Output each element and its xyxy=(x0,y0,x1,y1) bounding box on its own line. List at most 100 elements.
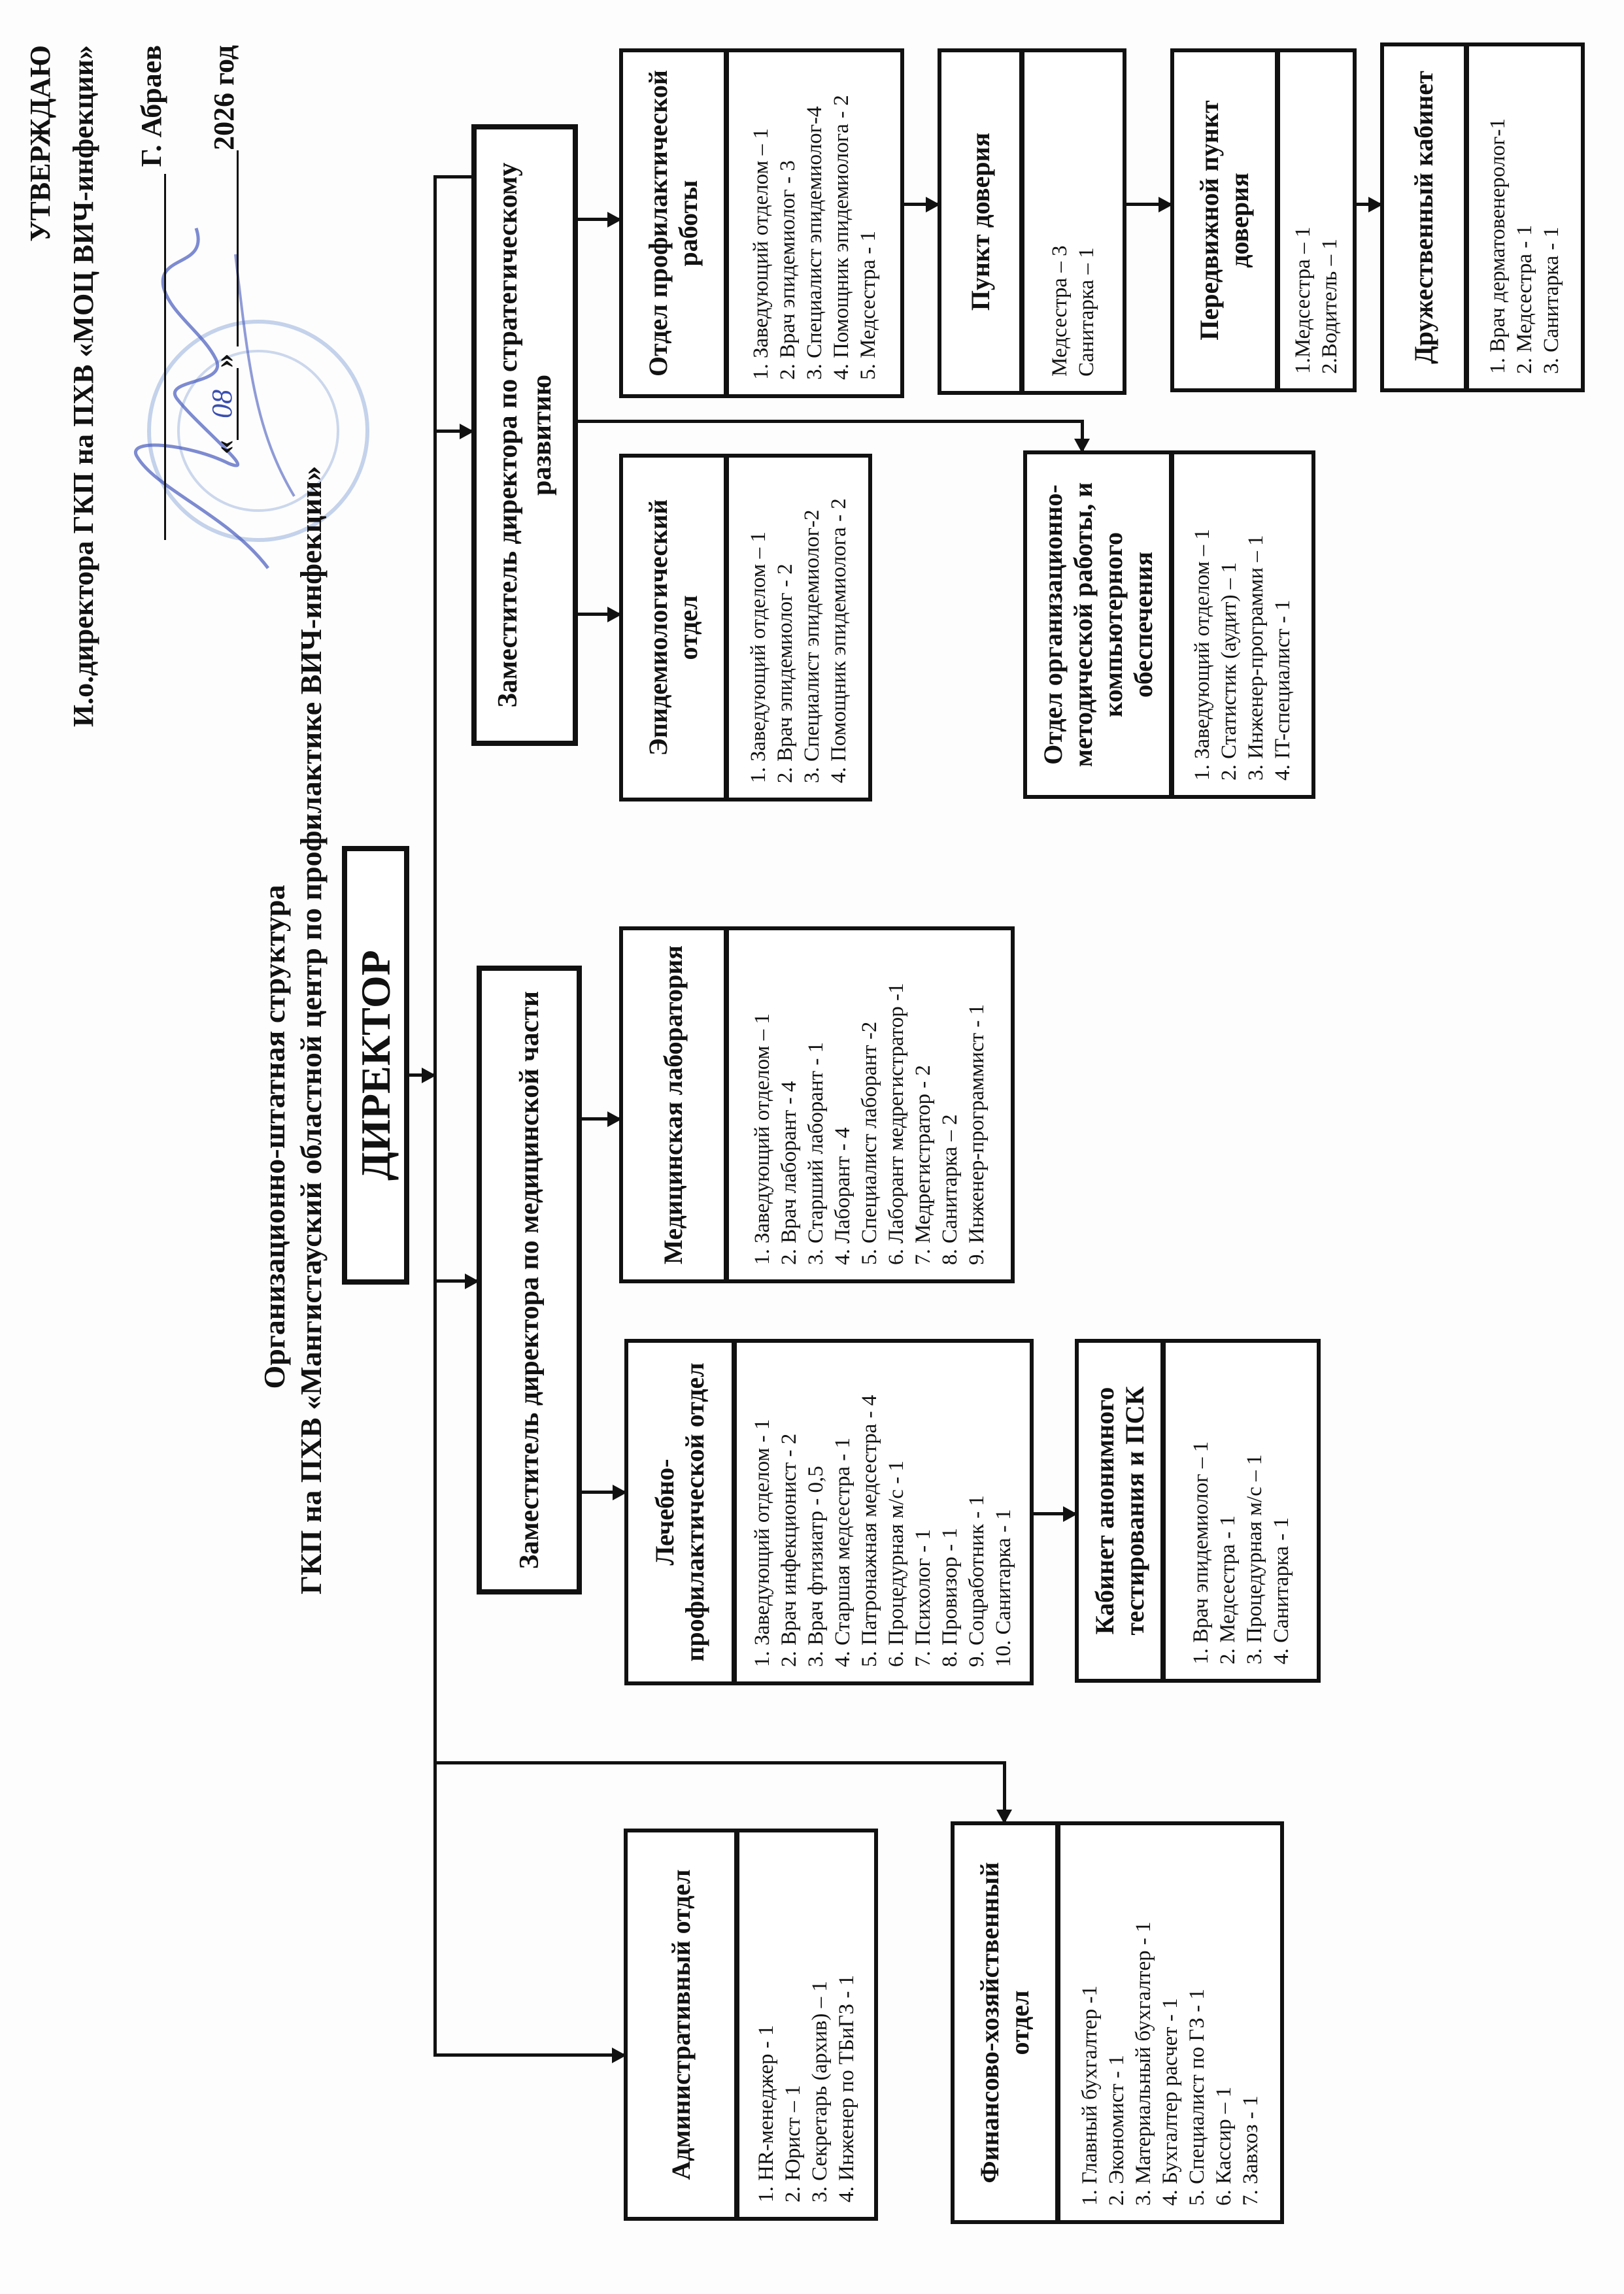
staff-item: 4. Помощник эпидемиолога - 2 xyxy=(829,95,853,380)
staff-item: 3. Секретарь (архив) – 1 xyxy=(808,1981,832,2202)
staff-item: Медсестра – 3 xyxy=(1048,245,1072,377)
staff-item: 1. Заведующий отделом - 1 xyxy=(751,1419,774,1667)
dept-header: Кабинет анонимного тестирования и ПСК xyxy=(1079,1343,1166,1679)
dept-header: Передвижной пункт доверия xyxy=(1174,52,1280,388)
staff-item: 7. Завхоз - 1 xyxy=(1238,2095,1262,2206)
approval-signer: Г. Абраев xyxy=(135,45,167,167)
dept-epidemiology: Эпидемиологический отдел 1. Заведующий о… xyxy=(619,454,872,801)
date-month-line xyxy=(237,150,239,346)
staff-item: 3. Инженер-программи – 1 xyxy=(1244,535,1268,781)
document-title: Организационно-штатная структура ГКП на … xyxy=(256,466,330,1594)
staff-item: 6. Процедурная м/с - 1 xyxy=(885,1460,908,1667)
dept-header: Административный отдел xyxy=(628,1832,739,2217)
staff-item: 4. Лаборант - 4 xyxy=(831,1127,854,1265)
staff-item: 2. Врач инфекционист - 2 xyxy=(777,1433,801,1667)
staff-item: 1. HR-менеджер - 1 xyxy=(754,2025,778,2202)
arrow-director-spine xyxy=(409,1073,433,1077)
staff-item: 1. Врач дерматовенеролог-1 xyxy=(1486,118,1510,374)
dept-medical-lab: Медицинская лаборатория 1. Заведующий от… xyxy=(619,926,1015,1283)
staff-item: 1.Медсестра – 1 xyxy=(1291,226,1315,374)
dept-treatment-prophylactic: Лечебно-профилактической отдел 1. Заведу… xyxy=(624,1339,1034,1685)
staff-item: 5. Патронажная медсестра - 4 xyxy=(858,1394,881,1667)
arrow-spine-admin xyxy=(433,2053,624,2057)
staff-item: 4. Бухгалтер расчет - 1 xyxy=(1158,1998,1182,2206)
staff-item: 3. Материальный бухгалтер - 1 xyxy=(1131,1921,1155,2206)
staff-item: 1. Заведующий отделом – 1 xyxy=(746,531,770,783)
staff-item: 2. Юрист – 1 xyxy=(781,2085,805,2202)
arrow-strategic-epid xyxy=(578,613,619,616)
staff-item: 6. Кассир – 1 xyxy=(1211,2086,1236,2206)
dept-header: Медицинская лаборатория xyxy=(623,930,729,1279)
staff-item: 10. Санитарка - 1 xyxy=(992,1509,1015,1667)
connector-spine-strategic xyxy=(433,175,471,178)
approval-block: УТВЕРЖДАЮ И.о.директора ГКП на ПХВ «МОЦ … xyxy=(24,45,248,895)
arrow-punkt-mobile xyxy=(1126,203,1170,206)
staff-item: 9. Соцработник - 1 xyxy=(965,1495,989,1667)
arrow-spine-strategic xyxy=(433,430,471,433)
staff-item: 2. Экономист - 1 xyxy=(1104,2055,1128,2206)
staff-item: 4. Старшая медсестра - 1 xyxy=(831,1437,854,1667)
staff-item: 8. Санитарка – 2 xyxy=(938,1114,962,1265)
arrow-spine-medical xyxy=(433,1279,477,1283)
connector-spine-finance xyxy=(433,1761,1006,1764)
staff-item: 2. Медсестра - 1 xyxy=(1513,224,1536,374)
signature xyxy=(134,228,296,569)
staff-item: 5. Специалист лаборант -2 xyxy=(858,1021,881,1265)
staff-item: 3. Санитарка - 1 xyxy=(1540,226,1563,374)
dept-header: Лечебно-профилактической отдел xyxy=(628,1343,737,1681)
deputy-strategic-box: Заместитель директора по стратегическому… xyxy=(471,124,578,746)
arrow-orgmethod xyxy=(1081,420,1084,450)
staff-item: 2. Статистик (аудит) – 1 xyxy=(1217,562,1241,781)
dept-header: Эпидемиологический отдел xyxy=(623,458,729,798)
arrow-treatment-anon xyxy=(1034,1512,1075,1515)
staff-item: 3. Специалист эпидемиолог-4 xyxy=(802,106,826,380)
approval-heading: УТВЕРЖДАЮ xyxy=(24,45,56,242)
staff-item: 2. Врач эпидемиолог - 3 xyxy=(775,160,800,380)
dept-finance: Финансово-хозяйственный отдел 1. Главный… xyxy=(951,1821,1284,2224)
deputy-medical-box: Заместитель директора по медицинской час… xyxy=(477,966,582,1594)
staff-item: 3. Специалист эпидемиолог-2 xyxy=(800,509,824,783)
staff-item: 4. Инженер по ТБиГЗ - 1 xyxy=(835,1974,858,2202)
approval-signer-line: Г. Абраев xyxy=(135,45,167,541)
dept-administrative: Административный отдел 1. HR-менеджер - … xyxy=(624,1829,878,2221)
staff-item: 4. Помощник эпидемиолога - 2 xyxy=(826,498,851,783)
dept-prophylaxis: Отдел профилактической работы 1. Заведую… xyxy=(619,48,904,398)
signature-line xyxy=(164,174,166,541)
staff-item: Санитарка – 1 xyxy=(1075,247,1098,377)
arrow-medical-lab xyxy=(582,1117,619,1121)
date-day: 08 xyxy=(206,367,239,440)
staff-item: 3. Врач фтизиатр - 0,5 xyxy=(804,1466,828,1667)
staff-item: 1. Заведующий отделом – 1 xyxy=(1191,529,1214,781)
staff-item: 3. Процедурная м/с – 1 xyxy=(1242,1454,1266,1664)
staff-item: 8. Провизор - 1 xyxy=(938,1528,962,1667)
staff-item: 6. Лаборант медрегистратор -1 xyxy=(885,983,908,1265)
staff-item: 2. Врач эпидемиолог - 2 xyxy=(773,564,797,783)
staff-item: 5. Специалист по ГЗ - 1 xyxy=(1185,1989,1209,2206)
dept-header: Отдел организационно-методической работы… xyxy=(1027,454,1174,795)
dept-header: Пункт доверия xyxy=(941,52,1024,391)
staff-item: 9. Инженер-программист - 1 xyxy=(965,1004,989,1265)
arrow-strategic-prof xyxy=(578,218,619,221)
dept-header: Отдел профилактической работы xyxy=(623,52,729,394)
connector-strategic-orgmethod xyxy=(578,420,1084,423)
approval-position: И.о.директора ГКП на ПХВ «МОЦ ВИЧ-инфекц… xyxy=(67,45,99,728)
staff-item: 2.Водитель – 1 xyxy=(1317,239,1342,374)
staff-item: 5. Медсестра - 1 xyxy=(856,230,880,380)
approval-date: «08» 2026 год xyxy=(206,45,240,454)
staff-item: 1. Заведующий отделом – 1 xyxy=(749,128,773,380)
dept-anonymous-testing: Кабинет анонимного тестирования и ПСК 1.… xyxy=(1075,1339,1321,1683)
arrow-prof-punkt xyxy=(904,203,938,206)
arrow-mobile-friendly xyxy=(1357,203,1380,206)
dept-org-method: Отдел организационно-методической работы… xyxy=(1023,450,1315,799)
staff-item: 2. Врач лаборант - 4 xyxy=(777,1081,801,1265)
